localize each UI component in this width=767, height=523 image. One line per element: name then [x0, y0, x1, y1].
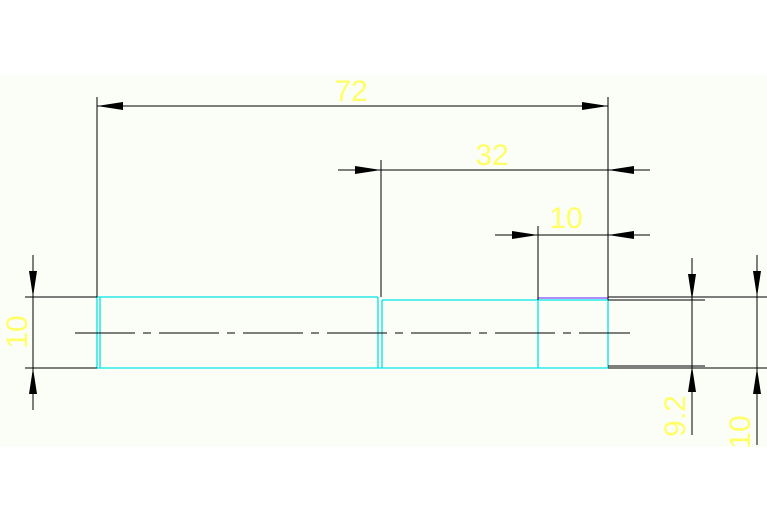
dim-text-10-right: 10	[724, 415, 757, 448]
dim-overall-length: 72	[97, 75, 608, 110]
drawing-area	[0, 75, 767, 447]
dim-text-72: 72	[334, 75, 367, 108]
arrow-up	[29, 368, 37, 394]
dim-step-length: 32	[338, 139, 650, 174]
arrow-left	[97, 102, 123, 110]
extension-lines	[25, 97, 767, 369]
dim-end-length: 10	[495, 202, 650, 239]
arrow-left	[355, 166, 381, 174]
arrow-down	[29, 271, 37, 297]
dim-text-32: 32	[475, 139, 508, 172]
dim-text-10-left: 10	[1, 315, 34, 348]
part-outline	[96, 296, 609, 369]
arrow-left	[512, 231, 538, 239]
dim-text-10-top: 10	[549, 202, 582, 235]
dim-left-height: 10	[1, 255, 37, 410]
arrow-right	[608, 231, 634, 239]
dim-right-small: 9.2	[659, 258, 696, 437]
arrow-right	[582, 102, 608, 110]
dim-text-9-2: 9.2	[659, 395, 692, 437]
arrow-down	[753, 271, 761, 297]
dim-right-large: 10	[724, 255, 761, 449]
arrow-up	[753, 368, 761, 394]
arrow-right	[608, 166, 634, 174]
arrow-down	[688, 274, 696, 300]
arrow-up	[688, 366, 696, 392]
